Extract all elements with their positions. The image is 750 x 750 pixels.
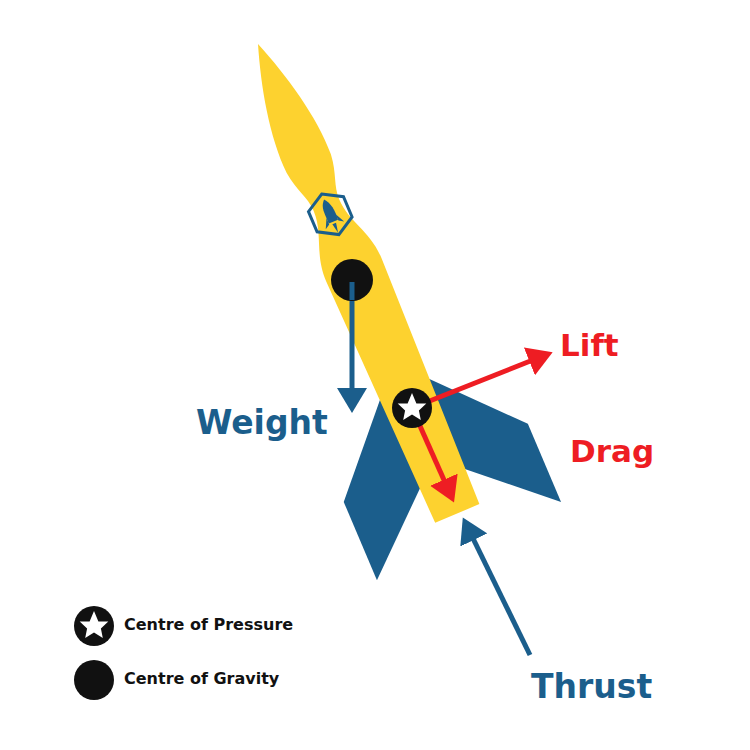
lift-arrow: [412, 354, 548, 408]
thrust-arrow: [465, 522, 530, 655]
centre-of-gravity-marker: [331, 259, 373, 301]
rocket-body: [230, 32, 485, 525]
legend-text: Centre of Pressure: [124, 617, 293, 633]
legend-text: Centre of Gravity: [124, 671, 279, 687]
legend-star-symbol: [74, 606, 114, 646]
logo: [304, 187, 356, 242]
centre-of-pressure-marker: [392, 388, 432, 428]
lift-label: Lift: [560, 330, 619, 361]
thrust-label: Thrust: [531, 670, 652, 703]
weight-arrow-root: [350, 282, 355, 300]
legend-circle-symbol: [74, 660, 114, 700]
weight-label: Weight: [196, 406, 328, 439]
drag-label: Drag: [570, 436, 654, 467]
rocket: [166, 5, 561, 580]
